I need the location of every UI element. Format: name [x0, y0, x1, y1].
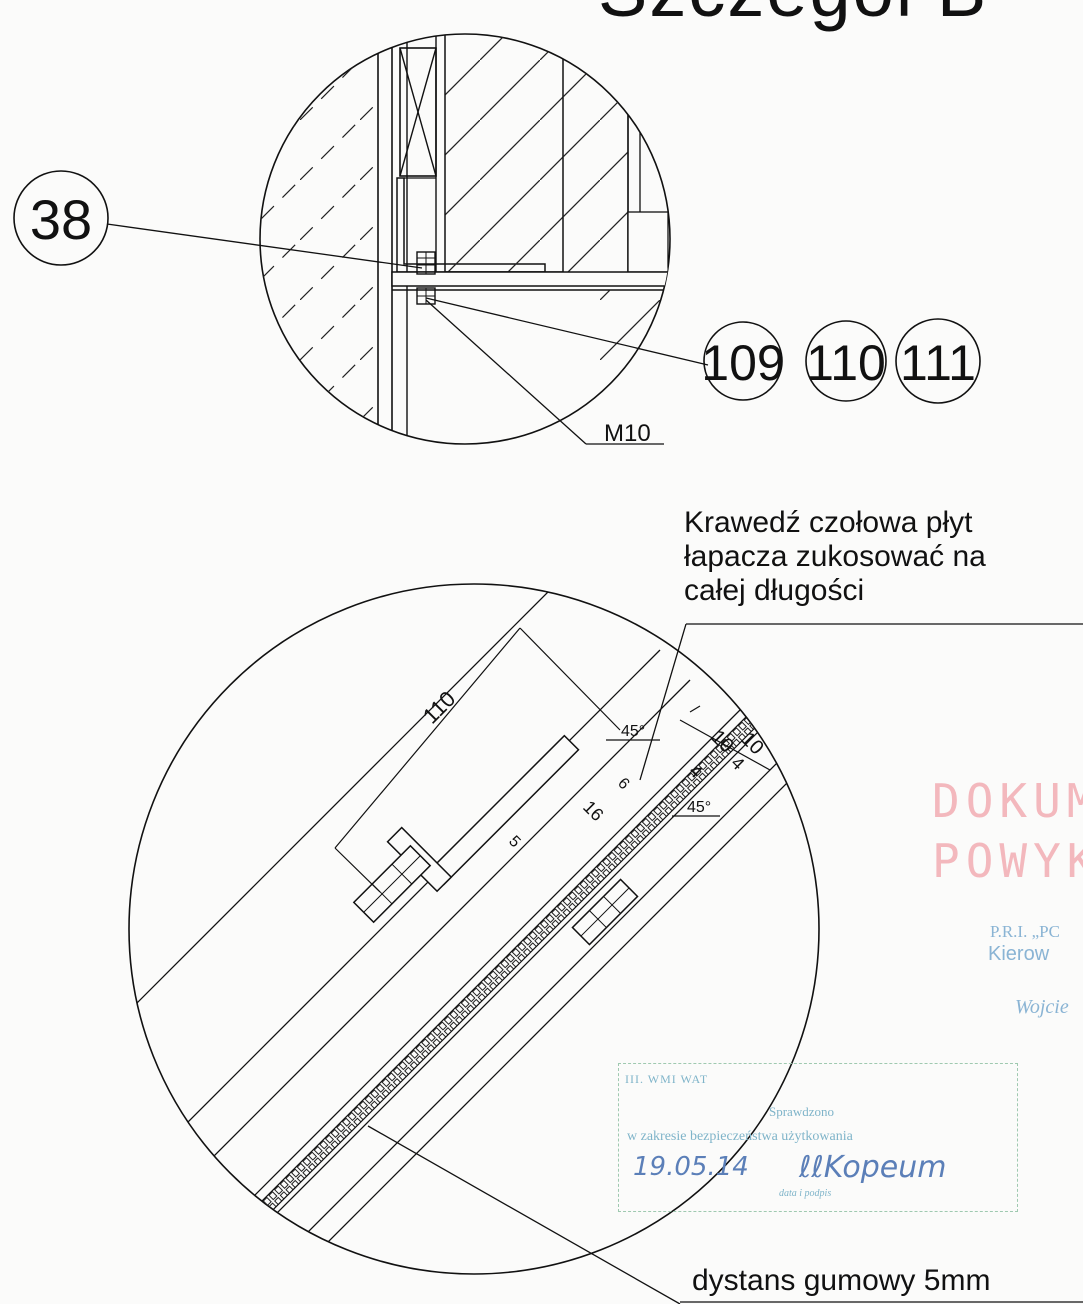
stamp-box-line-1: Sprawdzono: [769, 1104, 834, 1119]
balloon-group-109-111: 109 110 111: [701, 318, 981, 404]
stamp-blue-line-1: P.R.I. „PC: [990, 922, 1060, 941]
handwritten-signature: ℓℓKopeum: [799, 1150, 947, 1185]
balloon-110-text: 110: [806, 335, 886, 391]
balloon-111-text: 111: [900, 335, 976, 391]
stamp-red-line-2: POWYK: [932, 834, 1083, 888]
detail-top-view: [106, 33, 709, 445]
chamfer-note-line-1: Krawedź czołowa płyt: [684, 506, 973, 539]
stamp-box-caption: data i podpis: [779, 1188, 832, 1199]
stamp-blue-sign: Wojcie: [1015, 996, 1069, 1018]
dim-16: 16: [579, 797, 607, 825]
verification-stamp: III. WMI WAT Sprawdzono w zakresie bezpi…: [618, 1063, 1018, 1212]
stamp-box-header: III. WMI WAT: [625, 1072, 709, 1086]
dim-angle-bottom: 45°: [687, 799, 711, 816]
stamp-blue-line-2: Kierow: [988, 943, 1050, 965]
balloon-38-text: 38: [30, 188, 92, 251]
dim-6: 6: [614, 775, 632, 793]
stamp-box-date: 19.05.14: [633, 1152, 749, 1182]
stamp-red-line-1: DOKUM: [932, 774, 1083, 828]
leader-109: [425, 297, 709, 366]
chamfer-note-line-3: całej długości: [684, 574, 865, 607]
dim-angle-top: 45°: [621, 723, 645, 740]
dim-110: 110: [418, 686, 460, 728]
spacer-note: dystans gumowy 5mm: [692, 1264, 991, 1297]
leader-38: [106, 223, 423, 269]
leader-m10: [425, 299, 587, 445]
detail-bottom-view: [128, 583, 1083, 1304]
stamp-box-line-2: w zakresie bezpieczeństwa użytkowania: [627, 1129, 853, 1144]
balloon-109-text: 109: [701, 335, 784, 391]
chamfer-note-line-2: łapacza zukosować na: [684, 540, 986, 573]
thread-label: M10: [604, 420, 651, 447]
balloon-38: 38: [13, 170, 109, 266]
dim-4-b: 4: [727, 753, 748, 774]
chamfer-note: Krawedź czołowa płyt łapacza zukosować n…: [684, 506, 1083, 608]
detail-title-partial: Szczegół B: [598, 0, 988, 33]
